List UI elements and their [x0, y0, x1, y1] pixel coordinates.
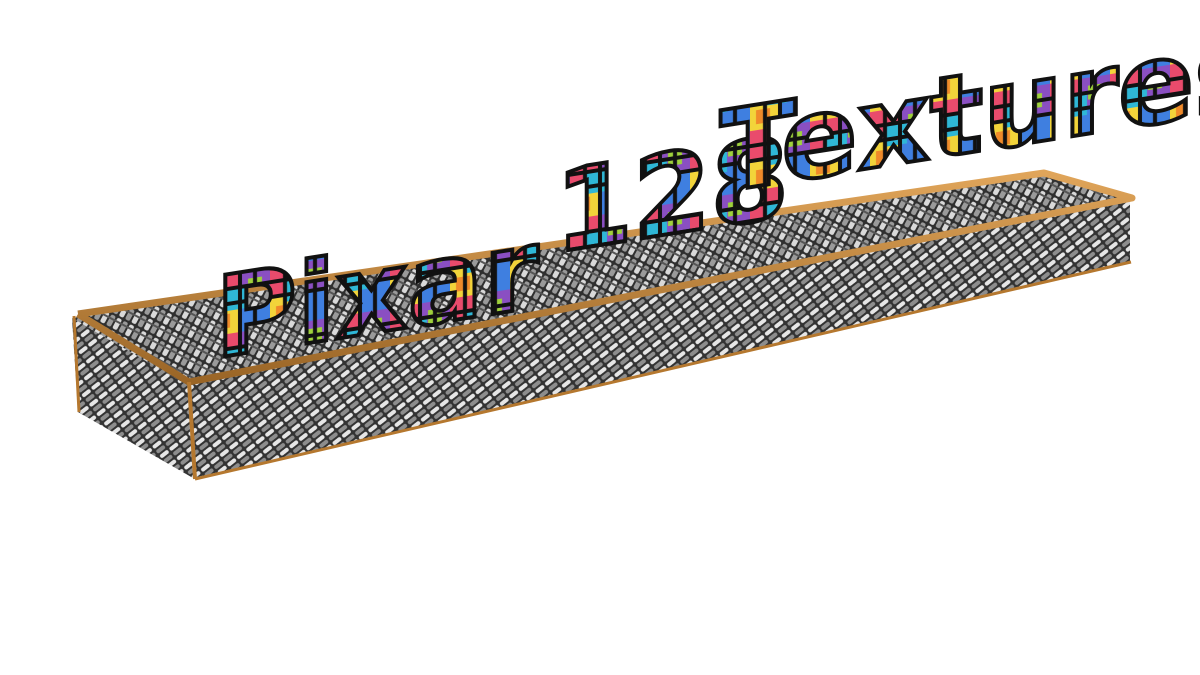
platform-rim	[76, 169, 1136, 386]
woven-platform	[72, 169, 1136, 481]
platform-top	[72, 176, 1130, 385]
platform-front-face	[187, 200, 1130, 478]
platform-left-face	[72, 318, 193, 478]
